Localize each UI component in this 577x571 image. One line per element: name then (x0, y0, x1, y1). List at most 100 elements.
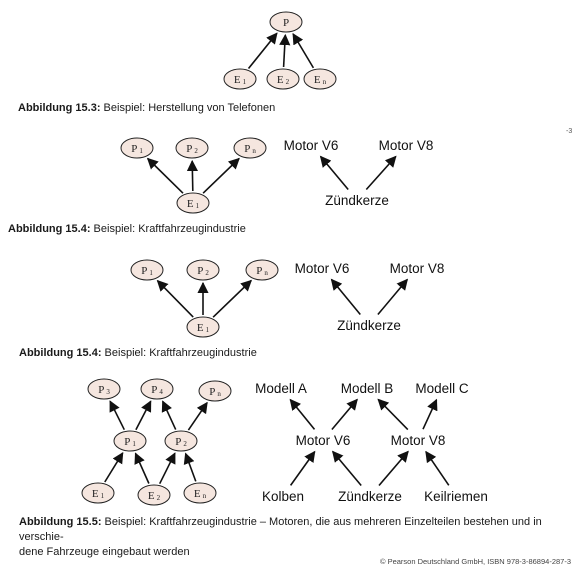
node-ellipse (140, 378, 174, 400)
arrow-zk-to-mv6 (319, 155, 349, 191)
node-ellipse (266, 68, 300, 90)
arrow-p1-to-p3 (109, 400, 126, 431)
arrow-e1-to-pn (212, 279, 253, 318)
node-ellipse (81, 482, 115, 504)
label-mv8: Motor V8 (391, 433, 446, 448)
node-ellipse (87, 378, 121, 400)
label-mv6: Motor V6 (295, 261, 350, 276)
arrow-zk-to-mv8 (377, 278, 409, 316)
arrow-zk-to-mv8 (365, 155, 397, 191)
caption-figure-15-4a: Abbildung 15.4: Beispiel: Kraftfahrzeugi… (8, 222, 246, 237)
arrow-e1-to-p (247, 32, 278, 70)
caption-text: Beispiel: Herstellung von Telefonen (100, 102, 276, 114)
arrow-mv8-to-mc (422, 398, 438, 430)
arrow-mv6-to-ma (289, 398, 316, 430)
label-kol: Kolben (262, 489, 304, 504)
edges-layer (104, 32, 450, 487)
label-zk: Zündkerze (325, 193, 389, 208)
arrow-en-to-p (292, 32, 315, 69)
node-ellipse (303, 68, 337, 90)
page-number: -3 (566, 128, 573, 135)
arrow-p2-to-pn (187, 401, 208, 431)
arrow-e1-to-pn (202, 157, 240, 194)
caption-text: Beispiel: Kraftfahrzeugindustrie – Motor… (19, 516, 542, 543)
node-ellipse (120, 137, 154, 159)
node-ellipse (233, 137, 267, 159)
label-zk: Zündkerze (337, 318, 401, 333)
label-zk: Zündkerze (338, 489, 402, 504)
node-ellipse (269, 11, 303, 33)
node-ellipse (164, 430, 198, 452)
caption-label: Abbildung 15.5: (19, 516, 102, 528)
node-ellipse (186, 259, 220, 281)
arrow-zk-to-mv8 (378, 450, 409, 487)
arrow-e1-to-p1 (104, 451, 124, 483)
caption-figure-15-5: Abbildung 15.5: Beispiel: Kraftfahrzeugi… (19, 515, 571, 560)
arrow-e2-to-p1 (134, 452, 150, 484)
arrow-kr-to-mv8 (425, 450, 450, 486)
arrow-en-to-p2 (183, 452, 197, 482)
label-mb: Modell B (341, 381, 394, 396)
arrow-e1-to-p1 (146, 157, 184, 194)
node-ellipse (137, 484, 171, 506)
caption-figure-15-3: Abbildung 15.3: Beispiel: Herstellung vo… (18, 101, 275, 116)
arrow-mv6-to-mb (331, 398, 358, 431)
label-mv8: Motor V8 (379, 138, 434, 153)
node-ellipse (245, 259, 279, 281)
arrow-zk-to-mv6 (331, 450, 362, 487)
label-mv8: Motor V8 (390, 261, 445, 276)
arrow-e1-to-p1 (156, 279, 194, 318)
caption-text: Beispiel: Kraftfahrzeugindustrie (101, 347, 257, 359)
node-ellipse (176, 192, 210, 214)
node-ellipse (186, 316, 220, 338)
arrow-mv8-to-mb (377, 398, 409, 431)
arrow-kol-to-mv6 (289, 450, 316, 486)
node-p: P (269, 11, 303, 33)
arrow-e2-to-p (279, 33, 291, 68)
node-label: P (283, 17, 289, 29)
node-ellipse (130, 259, 164, 281)
label-ma: Modell A (255, 381, 307, 396)
node-ellipse (198, 380, 232, 402)
arrow-zk-to-mv6 (330, 278, 361, 316)
label-mv6: Motor V6 (284, 138, 339, 153)
node-ellipse (175, 137, 209, 159)
caption-figure-15-4b: Abbildung 15.4: Beispiel: Kraftfahrzeugi… (19, 346, 257, 361)
arrow-e2-to-p2 (158, 452, 176, 485)
arrow-p2-to-p4 (161, 400, 177, 430)
caption-label: Abbildung 15.4: (8, 223, 91, 235)
